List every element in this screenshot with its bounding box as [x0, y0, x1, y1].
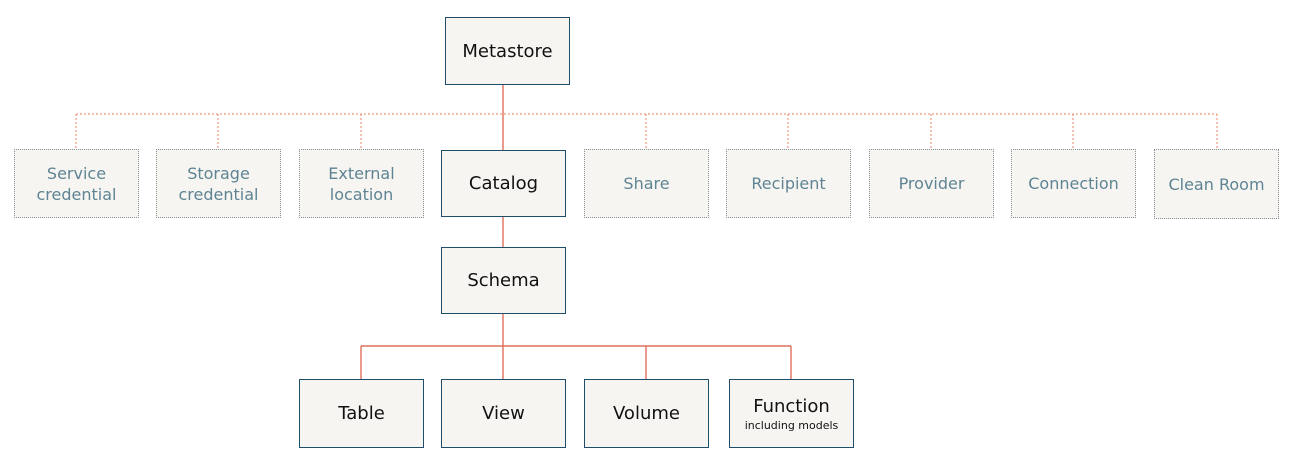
- connection-label: Connection: [1028, 174, 1119, 193]
- metastore-label: Metastore: [462, 40, 553, 62]
- provider-node: Provider: [869, 149, 994, 218]
- share-label: Share: [623, 174, 670, 193]
- volume-node: Volume: [584, 379, 709, 448]
- provider-label: Provider: [898, 174, 965, 193]
- function-label: Function: [753, 395, 830, 417]
- storage-credential-label: Storage credential: [178, 163, 259, 204]
- service-credential-node: Service credential: [14, 149, 139, 218]
- function-sublabel: including models: [744, 418, 839, 432]
- clean-room-node: Clean Room: [1154, 149, 1279, 219]
- view-node: View: [441, 379, 566, 448]
- schema-node: Schema: [441, 247, 566, 314]
- volume-label: Volume: [613, 403, 680, 424]
- external-location-node: External location: [299, 149, 424, 218]
- external-location-label: External location: [328, 163, 395, 204]
- view-label: View: [482, 403, 525, 424]
- catalog-node: Catalog: [441, 150, 566, 217]
- table-label: Table: [338, 403, 385, 424]
- share-node: Share: [584, 149, 709, 218]
- metastore-node: Metastore: [445, 17, 570, 85]
- catalog-label: Catalog: [468, 173, 539, 194]
- schema-label: Schema: [467, 270, 540, 291]
- function-node: Function including models: [729, 379, 854, 448]
- recipient-node: Recipient: [726, 149, 851, 218]
- recipient-label: Recipient: [751, 174, 826, 193]
- service-credential-label: Service credential: [36, 163, 117, 204]
- table-node: Table: [299, 379, 424, 448]
- clean-room-label: Clean Room: [1168, 174, 1265, 194]
- connection-node: Connection: [1011, 149, 1136, 218]
- storage-credential-node: Storage credential: [156, 149, 281, 218]
